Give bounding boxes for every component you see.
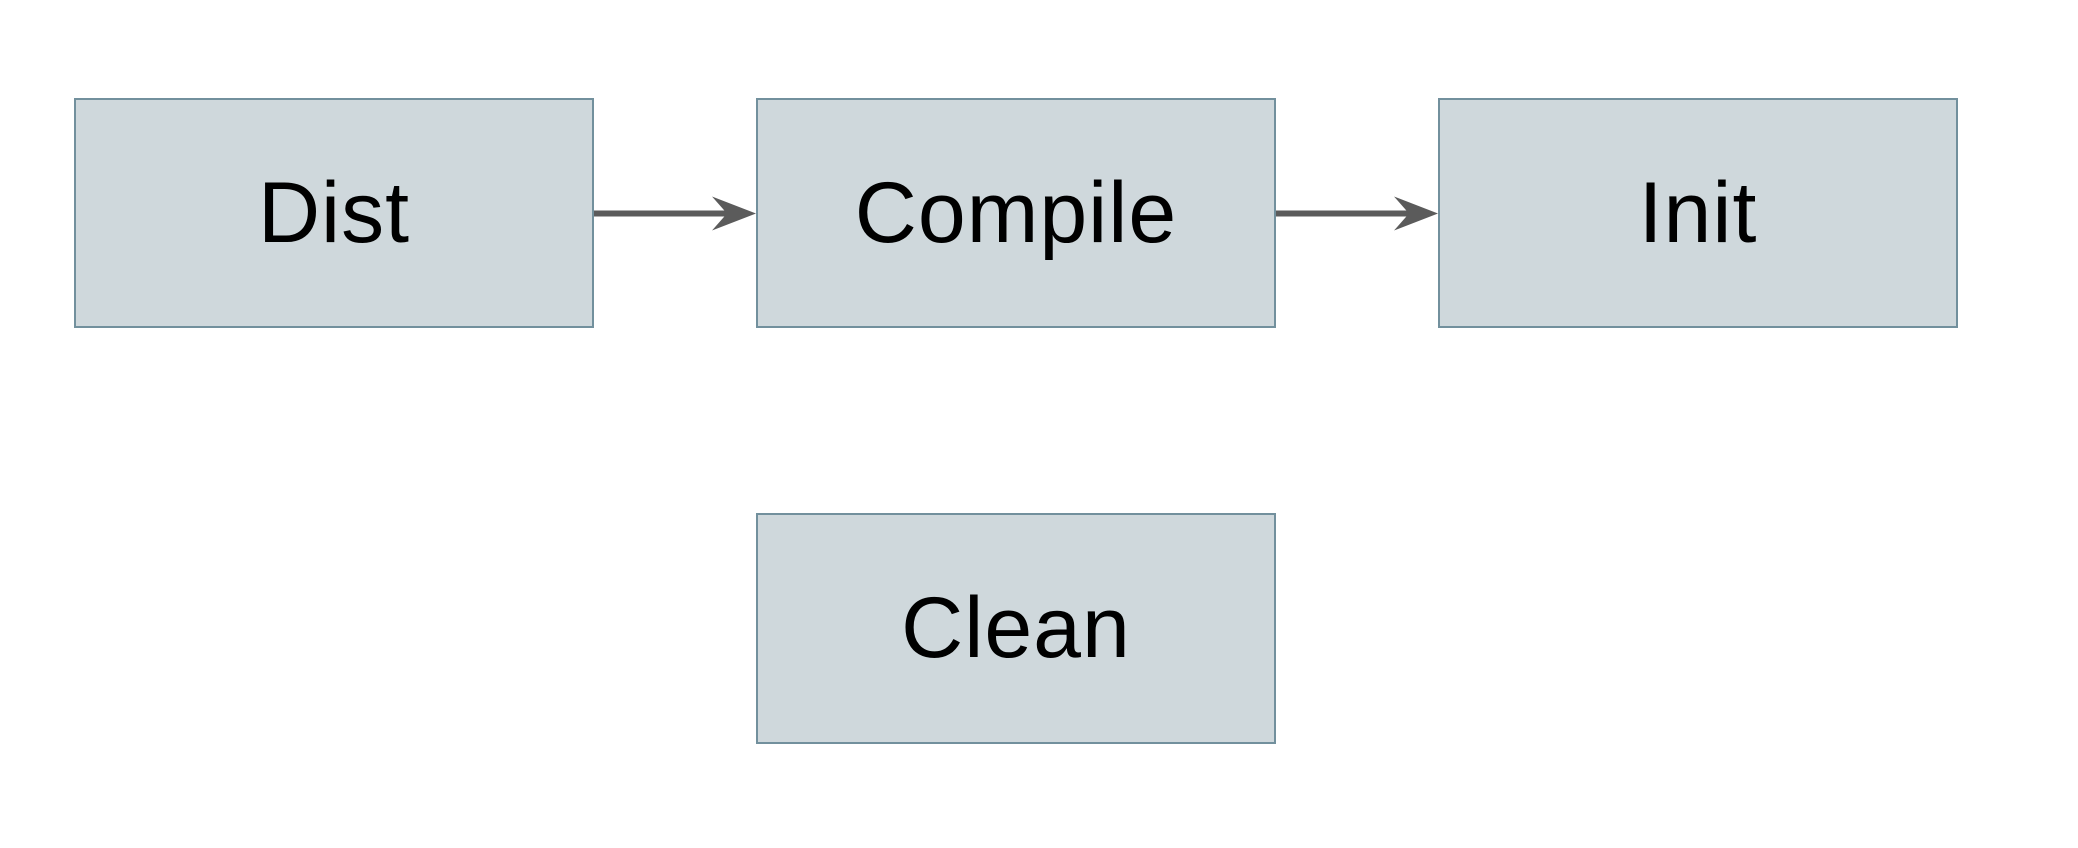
arrow-compile-to-init-icon [1276, 196, 1438, 231]
node-compile: Compile [756, 98, 1276, 328]
node-compile-label: Compile [854, 164, 1178, 261]
arrow-head [1394, 196, 1438, 231]
arrow-head [712, 196, 756, 231]
node-dist-label: Dist [257, 164, 411, 261]
node-init: Init [1438, 98, 1958, 328]
node-clean-label: Clean [901, 580, 1131, 676]
arrow-shaft [594, 210, 728, 217]
node-init-label: Init [1638, 164, 1758, 261]
arrow-shaft [1276, 210, 1410, 217]
node-clean: Clean [756, 513, 1276, 744]
node-dist: Dist [74, 98, 594, 328]
arrow-dist-to-compile-icon [594, 196, 756, 231]
